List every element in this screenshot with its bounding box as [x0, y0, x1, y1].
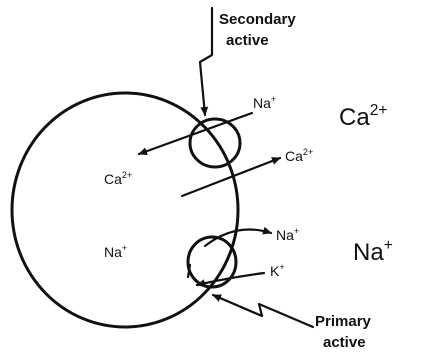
primary-active-label-line1: Primary	[315, 313, 372, 330]
primary-active-arrow	[211, 293, 315, 329]
exchanger-na-label: Na+	[253, 94, 276, 111]
exchanger-na-arrow	[137, 111, 254, 156]
pump-k-arrow	[195, 271, 266, 288]
pump-na-arrow	[203, 226, 273, 248]
inside-na-label: Na+	[104, 243, 127, 260]
pump-inner-tick	[186, 263, 192, 279]
pump-na-label: Na+	[276, 226, 299, 243]
inside-ca-label: Ca2+	[104, 170, 132, 187]
secondary-active-label-line1: Secondary	[219, 11, 296, 28]
pump-loop	[186, 235, 238, 289]
exchanger-ca-arrow	[180, 156, 282, 198]
outside-ca-label: Ca2+	[339, 102, 387, 131]
outside-na-label: Na+	[353, 237, 393, 266]
pump-k-label: K+	[270, 262, 285, 279]
secondary-active-arrow	[198, 6, 214, 117]
secondary-active-label-line2: active	[226, 32, 269, 49]
exchanger-ca-label: Ca2+	[285, 147, 313, 164]
exchanger-loop	[188, 117, 242, 169]
primary-active-label-line2: active	[323, 334, 366, 351]
cell-membrane	[10, 91, 240, 329]
